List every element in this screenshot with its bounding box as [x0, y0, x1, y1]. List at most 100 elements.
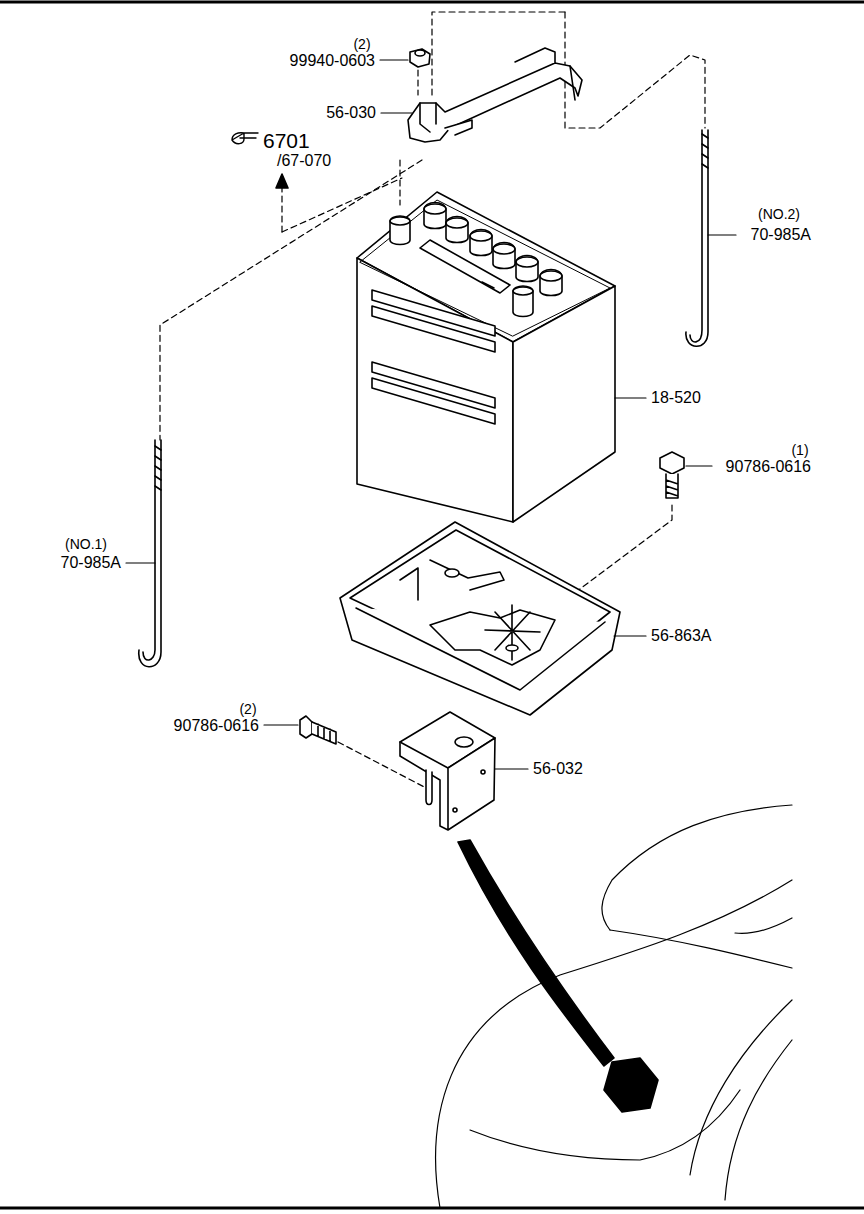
guide-line: [399, 160, 400, 205]
location-pointer: [604, 1058, 658, 1112]
battery: [357, 258, 513, 522]
guide-line: [160, 12, 705, 790]
bolt: [660, 452, 684, 474]
quantity-note: (1): [790, 443, 809, 458]
bracket: [481, 770, 485, 774]
position-note: (NO.1): [64, 537, 108, 552]
bolt: [300, 716, 336, 744]
hold-down-bar: [408, 48, 582, 142]
quantity-note: (2): [352, 37, 371, 52]
battery: [493, 243, 515, 269]
leader-line: [264, 724, 298, 725]
hook-rod: [155, 446, 161, 490]
car-outline: [610, 930, 792, 968]
hold-down-bar: [408, 63, 582, 142]
battery: [390, 217, 410, 225]
battery-tray: [356, 608, 605, 690]
battery: [540, 270, 562, 296]
bracket: [400, 738, 495, 830]
leader-line: [686, 465, 712, 466]
reference-hand-symbol: [232, 133, 258, 144]
leader-line: [708, 234, 736, 235]
part-number: 56-032: [532, 760, 584, 778]
battery-tray: [340, 522, 620, 715]
bolt: [312, 722, 336, 744]
bolt: [666, 474, 678, 498]
leader-line: [380, 59, 408, 60]
battery: [540, 271, 562, 281]
battery: [424, 203, 446, 229]
battery: [513, 286, 533, 317]
battery: [357, 192, 615, 522]
position-note: (NO.2): [757, 207, 801, 222]
car-outline: [690, 1000, 792, 1175]
location-pointer: [458, 840, 614, 1066]
hold-down-bar: [420, 103, 436, 132]
reference-number: 6701: [262, 129, 311, 152]
guide-line: [417, 70, 418, 95]
guide-line: [281, 185, 282, 232]
bolt: [300, 716, 312, 738]
leader-line: [126, 562, 155, 563]
car-outline: [735, 918, 792, 933]
bracket: [455, 737, 473, 747]
hold-down-bar: [445, 120, 472, 135]
frame-rule: [0, 1, 864, 4]
nut: [410, 49, 430, 67]
arrow-head: [276, 174, 288, 188]
car-outline: [470, 1090, 740, 1160]
bracket: [426, 770, 432, 805]
part-number: 56-030: [325, 104, 377, 122]
battery-tray: [340, 522, 620, 715]
hook-rod: [686, 130, 708, 346]
battery-tray: [400, 560, 504, 600]
quantity-note: (2): [238, 702, 257, 717]
nut: [415, 50, 425, 56]
leader-line: [615, 397, 646, 398]
hook-rod: [702, 134, 708, 168]
part-number: 70-985A: [60, 554, 123, 572]
bracket: [400, 712, 495, 830]
battery: [424, 204, 446, 214]
battery: [513, 287, 533, 295]
location-pointer: [458, 840, 658, 1112]
battery-tray: [506, 645, 518, 651]
battery: [513, 286, 615, 522]
battery: [493, 244, 515, 254]
car-outline: [725, 1040, 792, 1200]
part-number: 70-985A: [750, 226, 813, 244]
bracket: [453, 808, 457, 812]
battery: [470, 230, 492, 256]
part-number: 56-863A: [650, 627, 713, 645]
reference-number: /67-070: [276, 152, 332, 170]
battery: [482, 282, 494, 288]
battery: [390, 216, 410, 245]
battery: [516, 257, 538, 267]
reference-hand-symbol: [232, 133, 258, 144]
part-number: 90786-0616: [725, 458, 812, 476]
battery: [446, 218, 468, 228]
guide-line: [565, 12, 705, 128]
frame-rule: [0, 1207, 864, 1210]
part-number: 99940-0603: [289, 52, 376, 70]
leader-line: [126, 60, 736, 769]
car-outline: [436, 805, 792, 1208]
hold-down-bar: [570, 66, 575, 100]
battery-tray: [485, 605, 540, 660]
battery: [446, 217, 468, 243]
nut: [410, 49, 430, 67]
battery-tray: [430, 610, 555, 665]
battery: [516, 256, 538, 282]
battery: [372, 290, 495, 352]
car-outline: [602, 805, 792, 930]
battery: [372, 362, 495, 424]
guide-line: [282, 178, 402, 232]
leader-line: [495, 768, 528, 769]
part-number: 18-520: [650, 389, 702, 407]
battery: [470, 231, 492, 241]
part-number: 90786-0616: [173, 717, 260, 735]
leader-line: [614, 635, 646, 636]
